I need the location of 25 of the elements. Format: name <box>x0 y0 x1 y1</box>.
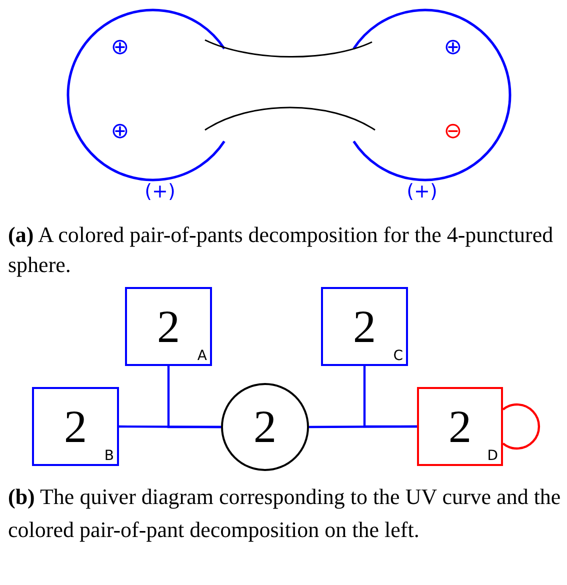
rank-number: 2 <box>63 404 88 450</box>
plus-sign: ⊕ <box>110 121 130 143</box>
plus-sign: ⊕ <box>110 37 130 59</box>
gauge-circle <box>221 383 309 471</box>
rank-number: 2 <box>156 304 181 350</box>
flavor-box <box>417 387 503 466</box>
node-letter: A <box>197 349 207 363</box>
connector-line <box>167 366 221 428</box>
node-letter: D <box>487 449 498 463</box>
rank-number: 2 <box>252 404 278 450</box>
caption: (b) The quiver diagram corresponding to the UV curve and the colored pair-of-pant decomposition on the left. <box>8 483 562 544</box>
connector-line <box>363 366 417 428</box>
caption: (a) A colored pair-of-pants decomposition for the 4-punctured sphere. <box>8 221 554 279</box>
rank-number: 2 <box>448 404 472 450</box>
flavor-box <box>321 287 408 366</box>
sign-label: (+) <box>144 182 176 202</box>
node-letter: B <box>104 449 114 463</box>
rank-number: 2 <box>352 304 377 350</box>
loop-line <box>502 403 540 450</box>
sign-label: (+) <box>406 182 438 202</box>
minus-sign: ⊖ <box>444 121 462 143</box>
node-letter: C <box>393 349 403 363</box>
plus-sign: ⊕ <box>444 37 462 59</box>
flavor-box <box>125 287 212 366</box>
flavor-box <box>32 387 119 466</box>
